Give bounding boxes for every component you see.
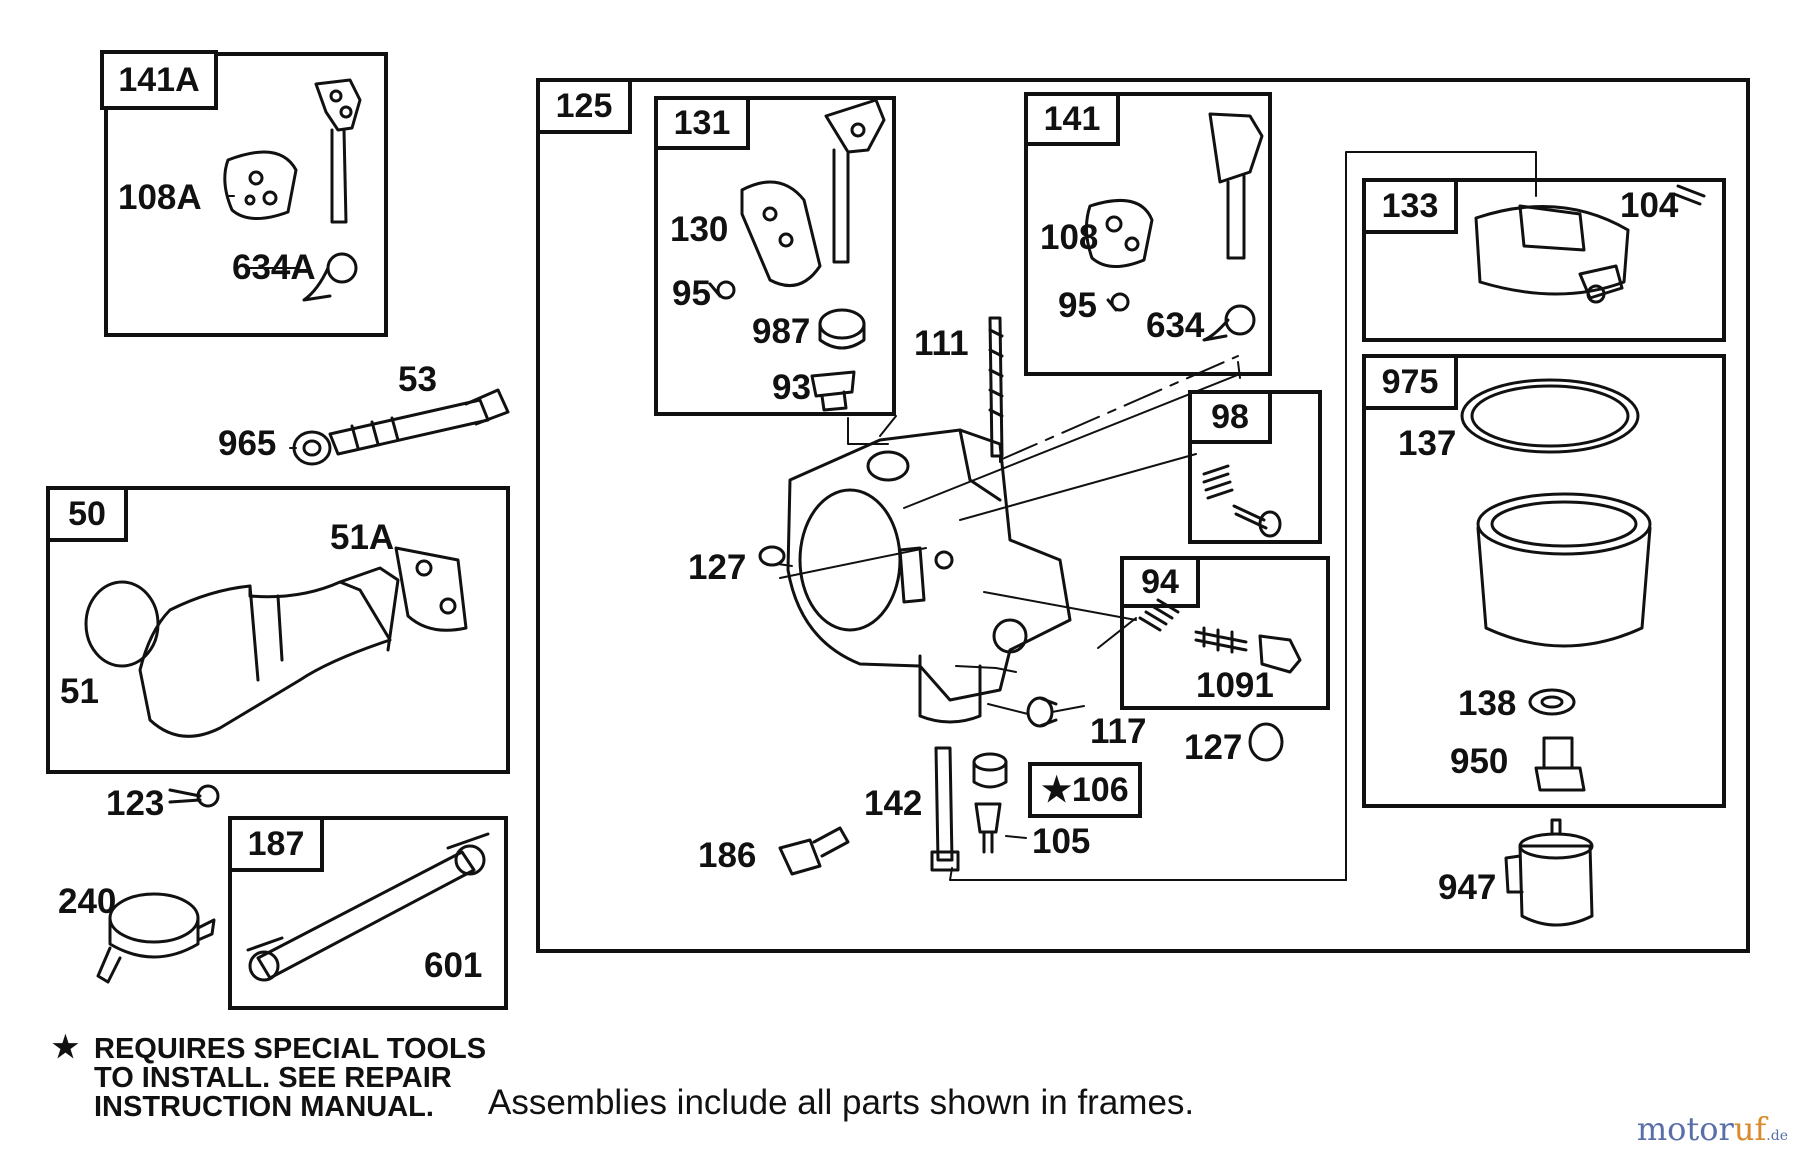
tube-142-icon xyxy=(930,746,960,872)
choke-shaft-icon xyxy=(314,78,362,224)
carburetor-body-icon xyxy=(786,428,1072,724)
plug-127a-icon xyxy=(758,545,786,567)
tag-94: 94 xyxy=(1120,556,1200,608)
mixture-screw-98-icon xyxy=(1202,464,1282,538)
fitting-186-icon xyxy=(778,826,850,876)
seat-106-icon xyxy=(972,752,1008,789)
pin-104-icon xyxy=(1672,184,1706,206)
watermark-suffix: .de xyxy=(1766,1128,1788,1144)
throttle-plate-130-icon xyxy=(740,180,822,288)
label-117: 117 xyxy=(1090,712,1147,751)
tag-125: 125 xyxy=(536,78,632,134)
label-950: 950 xyxy=(1450,742,1509,781)
label-142: 142 xyxy=(864,784,923,823)
seal-93-icon xyxy=(810,370,856,412)
needle-105-icon xyxy=(974,802,1002,854)
frame-141A xyxy=(104,52,388,337)
label-93: 93 xyxy=(772,368,811,407)
star-icon: ★ xyxy=(52,1031,79,1064)
label-53: 53 xyxy=(398,360,437,399)
tag-975: 975 xyxy=(1362,354,1458,410)
frame-133 xyxy=(1362,178,1726,342)
idle-screw-111-icon xyxy=(988,316,1004,458)
plug-127b-icon xyxy=(1248,722,1284,762)
label-138: 138 xyxy=(1458,684,1517,723)
frame-141 xyxy=(1024,92,1272,376)
note-line-2: TO INSTALL. SEE REPAIR xyxy=(94,1062,452,1094)
label-111: 111 xyxy=(914,324,969,363)
label-1091: 1091 xyxy=(1196,666,1274,705)
choke-plate-108-icon xyxy=(1085,198,1154,268)
tag-131: 131 xyxy=(654,96,750,150)
frame-187 xyxy=(228,816,508,1010)
label-105: 105 xyxy=(1032,822,1091,861)
label-127a: 127 xyxy=(688,548,747,587)
bolt-123-icon xyxy=(168,784,220,808)
tag-141A: 141A xyxy=(100,50,218,110)
label-51A: 51A xyxy=(330,518,395,557)
label-104: 104 xyxy=(1620,186,1679,225)
screw-95b-icon xyxy=(1106,292,1130,312)
tag-133: 133 xyxy=(1362,178,1458,234)
gasket-137-icon xyxy=(1460,378,1640,454)
label-240: 240 xyxy=(58,882,117,921)
label-108: 108 xyxy=(1040,218,1099,257)
label-634A: 634A xyxy=(232,248,316,287)
washer-138-icon xyxy=(1528,688,1576,716)
tag-50: 50 xyxy=(46,486,128,542)
bowl-icon xyxy=(1476,492,1652,648)
frame-131 xyxy=(654,96,896,416)
intake-tube-53-icon xyxy=(292,388,510,466)
tag-187: 187 xyxy=(228,816,324,872)
label-137: 137 xyxy=(1398,424,1457,463)
bolt-950-icon xyxy=(1534,736,1586,792)
label-130: 130 xyxy=(670,210,729,249)
spring-634-icon xyxy=(1202,304,1256,342)
label-95b: 95 xyxy=(1058,286,1097,325)
watermark-brand: motor xyxy=(1636,1110,1734,1148)
label-186: 186 xyxy=(698,836,757,875)
label-108A: 108A xyxy=(118,178,202,217)
choke-shaft-141-icon xyxy=(1208,112,1264,260)
tag-106: ★106 xyxy=(1028,762,1142,818)
label-965: 965 xyxy=(218,424,277,463)
note-line-1: REQUIRES SPECIAL TOOLS xyxy=(94,1033,487,1065)
label-127b: 127 xyxy=(1184,728,1243,767)
note-line-3: INSTRUCTION MANUAL. xyxy=(94,1091,434,1123)
label-987: 987 xyxy=(752,312,811,351)
assemblies-note: Assemblies include all parts shown in fr… xyxy=(488,1083,1195,1122)
fuel-line-187-icon xyxy=(246,832,490,982)
float-bowl-cover-133-icon xyxy=(1474,204,1630,304)
frame-50 xyxy=(46,486,510,774)
frame-94 xyxy=(1120,556,1330,710)
watermark-accent: uf xyxy=(1733,1110,1767,1148)
solenoid-947-icon xyxy=(1504,818,1594,927)
fuel-filter-240-icon xyxy=(96,892,216,984)
screw-95-icon xyxy=(708,280,736,300)
label-123: 123 xyxy=(106,784,165,823)
spring-634A-icon xyxy=(302,252,358,302)
label-95a: 95 xyxy=(672,274,711,313)
seal-987-icon xyxy=(818,308,866,350)
label-947: 947 xyxy=(1438,868,1497,907)
label-51: 51 xyxy=(60,672,99,711)
frame-125 xyxy=(536,78,1750,953)
frame-975 xyxy=(1362,354,1726,808)
watermark-logo: motoruf.de xyxy=(1637,1110,1788,1148)
label-601: 601 xyxy=(424,946,483,985)
intake-elbow-50-icon xyxy=(84,546,468,738)
throttle-shaft-icon xyxy=(824,98,886,264)
dashed-leader-lines xyxy=(999,151,1347,881)
needle-94-icon xyxy=(1138,598,1302,674)
tag-141: 141 xyxy=(1024,92,1120,146)
leader-lines xyxy=(227,151,1537,881)
tag-98: 98 xyxy=(1188,390,1272,444)
label-634: 634 xyxy=(1146,306,1205,345)
choke-plate-108A-icon xyxy=(223,150,298,220)
